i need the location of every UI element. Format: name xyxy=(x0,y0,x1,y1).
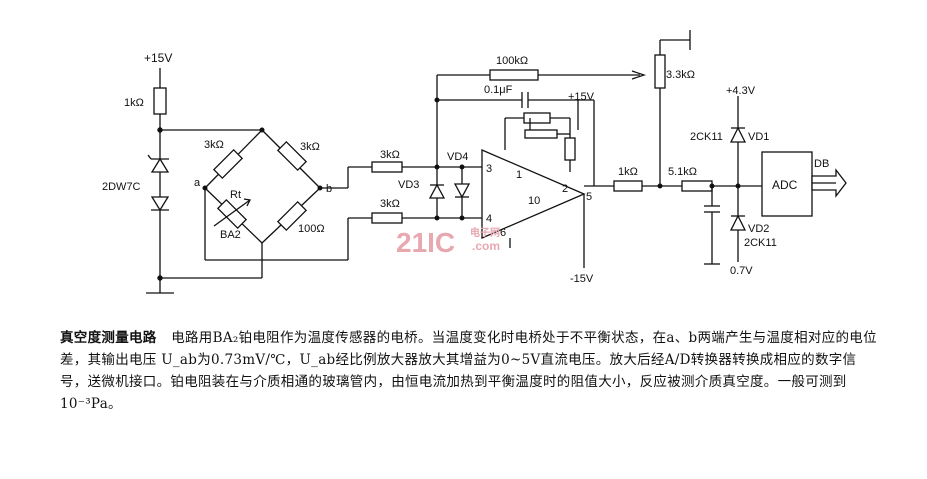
diode-vd1 xyxy=(729,126,747,143)
watermark-logo: 21IC xyxy=(396,227,455,258)
label-db: DB xyxy=(814,158,829,170)
sensor-ba2 xyxy=(216,198,248,230)
feedback-resistor-100k xyxy=(489,69,539,81)
supply-plus15-opamp: +15V xyxy=(568,91,595,103)
diode-vd4 xyxy=(453,183,471,199)
label-diode-type-bottom: 2CK11 xyxy=(744,237,777,249)
caption: 真空度测量电路 电路用BA₂铂电阻作为温度传感器的电桥。当温度变化时电桥处于不平… xyxy=(60,327,880,415)
output-resistor-1k xyxy=(613,180,643,192)
label-cap-feedback: 0.1μF xyxy=(484,84,513,96)
label-r-out-51k: 5.1kΩ xyxy=(668,166,697,178)
label-diode-type-top: 2CK11 xyxy=(690,131,723,143)
input-resistor-top xyxy=(371,161,403,173)
watermark-small: 电子网 xyxy=(470,226,500,239)
adc-block xyxy=(761,151,813,217)
watermark-domain: .com xyxy=(472,239,500,253)
label-sensor-name: BA2 xyxy=(220,229,241,241)
label-zener: 2DW7C xyxy=(102,181,141,193)
op-amp xyxy=(481,149,586,239)
label-node-a: a xyxy=(194,177,201,189)
supply-minus15: -15V xyxy=(570,273,594,285)
label-r-in-top: 3kΩ xyxy=(380,149,400,161)
label-r-in-bottom: 3kΩ xyxy=(380,198,400,210)
label-sensor-rt: Rt xyxy=(230,189,241,201)
supply-4-3v: +4.3V xyxy=(726,85,756,97)
label-pin-10: 10 xyxy=(528,195,540,207)
label-bridge-r-left: 3kΩ xyxy=(204,139,224,151)
caption-title: 真空度测量电路 xyxy=(60,330,157,346)
diode-vd3 xyxy=(428,183,446,199)
zener-diode-lower xyxy=(150,196,170,212)
circuit-schematic: +15V 1kΩ 2DW7C 3kΩ 3kΩ Rt BA2 100Ω a b xyxy=(102,30,847,294)
resistor-1k-top xyxy=(153,87,167,115)
label-r-out-1k: 1kΩ xyxy=(618,166,638,178)
label-pot: 3.3kΩ xyxy=(666,69,695,81)
supply-0-7v: 0.7V xyxy=(730,265,753,277)
label-pin-3: 3 xyxy=(486,163,492,175)
label-vd1: VD1 xyxy=(748,131,769,143)
potentiometer-3-3k xyxy=(654,54,666,89)
label-r-feedback: 100kΩ xyxy=(496,55,528,67)
label-node-b: b xyxy=(326,183,332,195)
label-pin-6: 6 xyxy=(500,227,506,239)
zener-diode-upper xyxy=(150,157,170,173)
bridge-resistor-left xyxy=(212,148,244,180)
label-bridge-r-right: 3kΩ xyxy=(300,141,320,153)
label-bridge-r-bottom: 100Ω xyxy=(298,223,325,235)
supply-plus15-top: +15V xyxy=(144,51,172,65)
output-resistor-51k xyxy=(681,180,713,192)
label-r-1k-top: 1kΩ xyxy=(124,97,144,109)
diode-vd2 xyxy=(729,214,747,231)
label-vd2: VD2 xyxy=(748,223,769,235)
bridge-resistor-bottom xyxy=(276,200,308,232)
label-pin-4: 4 xyxy=(486,213,492,225)
label-pin-2: 2 xyxy=(562,183,568,195)
caption-body: 电路用BA₂铂电阻作为温度传感器的电桥。当温度变化时电桥处于不平衡状态，在a、b… xyxy=(60,330,877,412)
label-pin-1: 1 xyxy=(516,169,522,181)
label-vd3: VD3 xyxy=(398,179,419,191)
label-adc: ADC xyxy=(772,178,798,192)
bridge-resistor-right xyxy=(276,140,308,172)
input-resistor-bottom xyxy=(371,212,403,224)
label-pin-5: 5 xyxy=(586,191,592,203)
label-vd4: VD4 xyxy=(447,151,468,163)
